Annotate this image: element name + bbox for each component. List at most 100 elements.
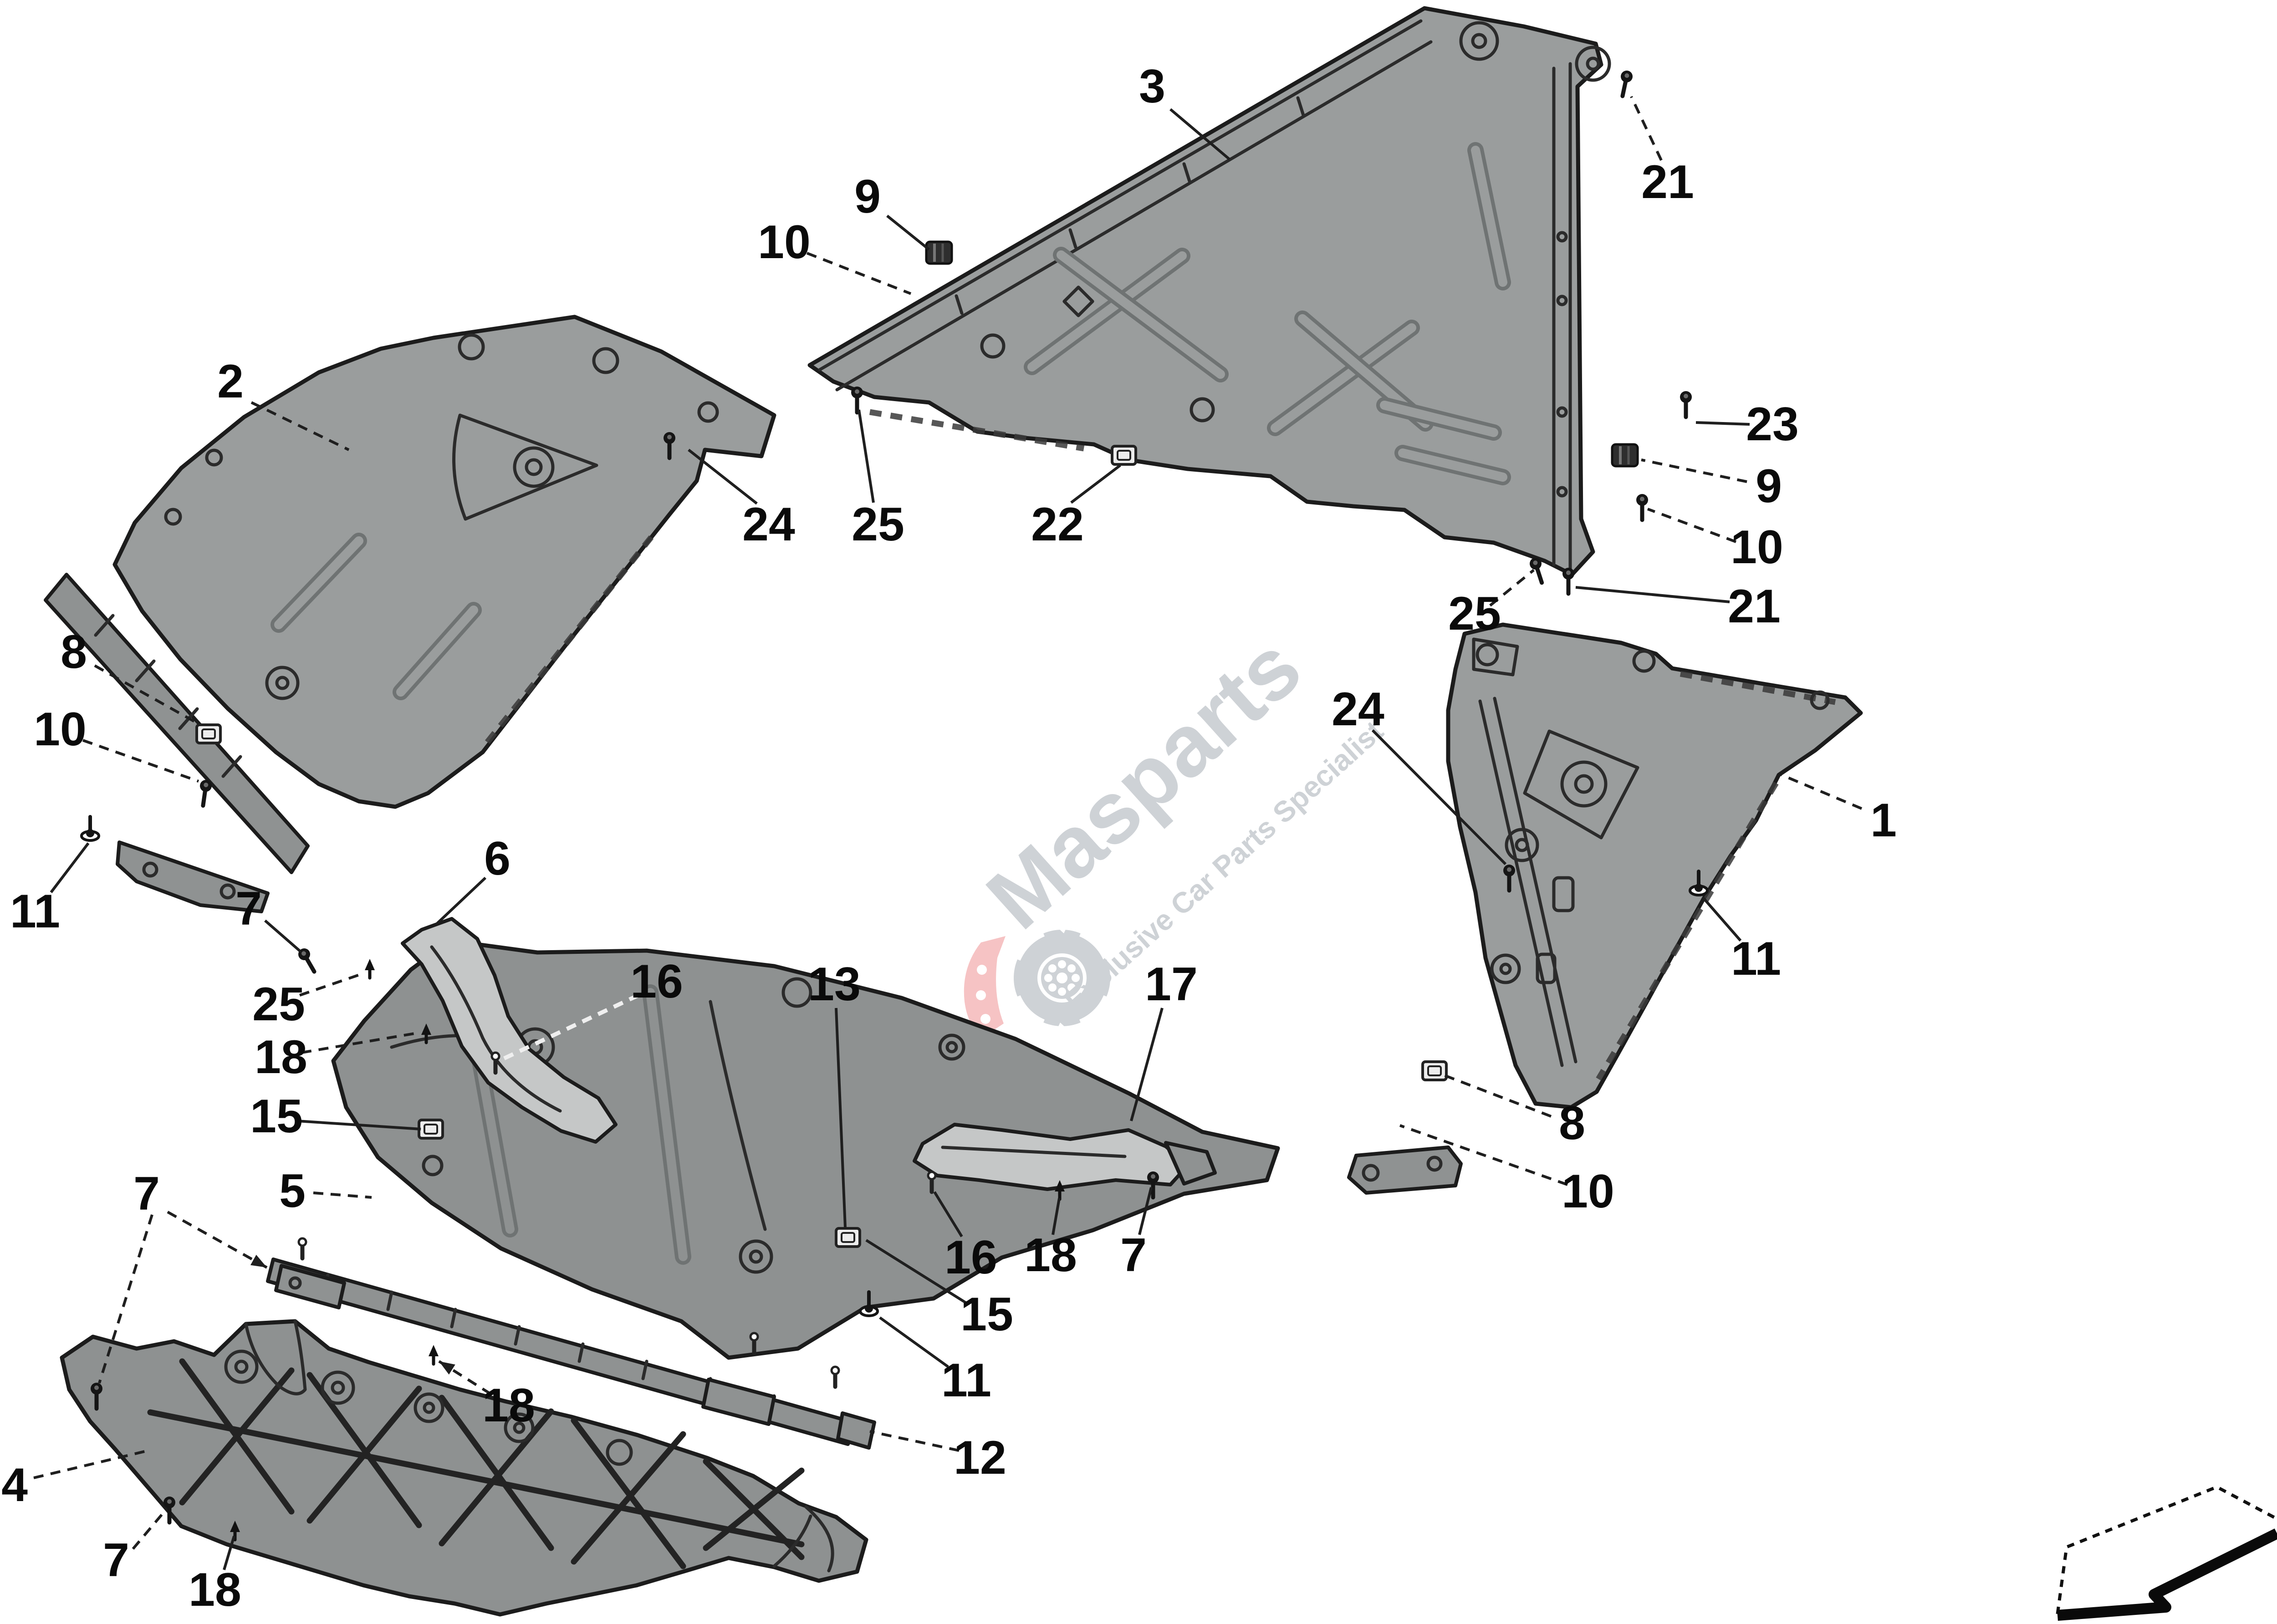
screw-fastener-icon [1147,1171,1159,1200]
panel-1-rear-underbody-side-panel [1347,622,1863,1195]
leader-line-17 [1130,1008,1164,1121]
pin-fastener-icon [429,1345,439,1366]
watermark-brand-text: Masparts [968,618,1319,947]
washer-fastener-icon [1689,870,1709,896]
screw-fastener-icon [1562,568,1574,596]
callout-label-2: 2 [217,355,244,408]
leader-line-15 [865,1239,967,1304]
washer-fastener-icon [859,1290,879,1317]
pin-fastener-icon [230,1521,240,1542]
stud-fastener-icon [830,1365,840,1389]
leader-line-21 [1630,96,1663,161]
callout-label-24: 24 [742,498,795,551]
direction-arrow-icon [2056,1485,2277,1621]
leader-line-10 [1399,1124,1568,1186]
screw-fastener-icon [664,432,675,460]
leader-line-21 [1575,586,1730,603]
pin-fastener-icon [365,959,375,980]
leader-line-18 [301,1031,420,1054]
callout-label-10: 10 [34,703,87,756]
callout-label-8: 8 [61,626,87,678]
callout-label-4: 4 [1,1459,28,1512]
callout-label-22: 22 [1031,498,1084,551]
screw-fastener-icon [1620,71,1633,98]
leader-line-7 [98,1214,153,1384]
callout-label-18: 18 [482,1379,535,1432]
callout-label-15: 15 [250,1090,303,1143]
callout-label-18: 18 [1024,1229,1077,1282]
callout-label-25: 25 [252,978,305,1031]
screw-fastener-icon [1636,494,1648,522]
clip-light-fastener-icon [418,1119,444,1140]
callout-label-21: 21 [1728,580,1781,633]
clip-light-fastener-icon [835,1227,861,1248]
callout-label-5: 5 [279,1165,306,1217]
callout-label-9: 9 [1756,460,1782,513]
leader-line-2 [250,401,350,451]
leader-line-18 [223,1536,235,1570]
leader-line-24 [1371,729,1507,865]
leader-line-15 [296,1120,421,1130]
callout-label-7: 7 [235,882,262,935]
stud-fastener-icon [490,1051,500,1075]
leader-line-10 [806,252,912,295]
callout-label-6: 6 [484,832,511,885]
callout-label-10: 10 [1562,1165,1614,1218]
screw-fastener-icon [1530,558,1544,585]
leader-line-23 [1695,421,1750,426]
leader-arrowhead [439,1361,455,1375]
watermark-logo-brake-disc-icon [964,920,1110,1036]
panel-4-front-lower-panel [60,1319,868,1617]
callout-label-12: 12 [954,1431,1006,1484]
screw-fastener-icon [91,1383,102,1411]
leader-line-16 [933,1191,963,1237]
callout-label-17: 17 [1145,958,1198,1011]
stud-fastener-icon [297,1237,307,1261]
stud-fastener-icon [749,1332,759,1355]
leader-line-18 [1052,1198,1061,1235]
callout-label-1: 1 [1870,794,1897,847]
leader-lines-layer [33,96,1863,1570]
callout-label-9: 9 [854,170,881,223]
leader-line-24 [688,448,758,505]
clip-dark-fastener-icon [1611,443,1639,468]
leader-line-10 [1647,508,1737,543]
leader-line-22 [1070,464,1121,504]
screw-fastener-icon [200,780,212,808]
callout-label-8: 8 [1559,1097,1585,1150]
screw-fastener-icon [298,948,317,974]
washer-fastener-icon [80,815,100,842]
callout-label-7: 7 [133,1167,160,1220]
clip-light-fastener-icon [1421,1060,1448,1081]
leader-line-6 [435,876,487,926]
bracket-17-support [913,1123,1217,1191]
leader-line-7 [1138,1187,1153,1235]
brake-caliper-icon [964,936,1006,1036]
callout-label-16: 16 [944,1231,997,1284]
leader-line-16 [500,993,639,1062]
fasteners-layer [80,71,1709,1542]
callout-label-25: 25 [852,498,904,551]
panel-5-centre-underbody-panel [331,938,1280,1360]
leader-line-13 [835,1008,847,1228]
callout-label-10: 10 [758,216,811,269]
callout-label-25: 25 [1448,587,1501,640]
leader-line-5 [313,1191,372,1199]
leader-line-8 [94,664,201,726]
leader-line-25 [299,972,364,997]
screw-fastener-icon [1680,391,1692,419]
callout-label-7: 7 [103,1534,129,1587]
callout-label-15: 15 [960,1288,1013,1341]
clip-dark-fastener-icon [925,240,953,265]
leader-line-8 [1444,1074,1552,1118]
bracket-6-support [401,917,618,1144]
leader-line-11 [50,842,90,893]
callout-label-18: 18 [255,1031,307,1084]
leader-line-7 [132,1508,168,1550]
leader-line-11 [1702,897,1742,942]
callout-label-11: 11 [10,885,60,938]
pin-fastener-icon [1055,1180,1065,1201]
panel-3-rear-underbody-panel [807,6,1611,577]
